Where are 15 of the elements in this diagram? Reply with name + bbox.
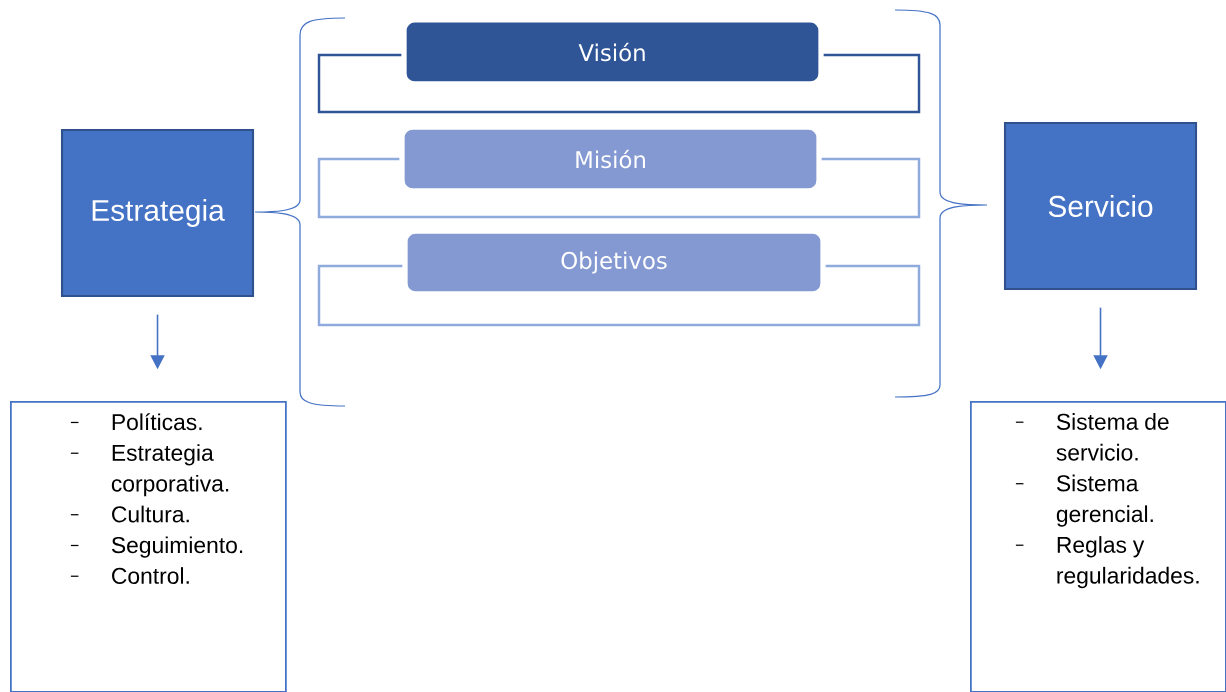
- list-item: Políticas.: [70, 413, 202, 431]
- rounded-box: Objetivos: [402, 228, 826, 297]
- rounded-box: Visión: [401, 17, 824, 87]
- process-box: Estrategia: [60, 128, 255, 298]
- list-box: [970, 401, 1226, 692]
- list-item: Cultura.: [70, 505, 189, 523]
- process-box: Servicio: [1003, 121, 1198, 291]
- list-item: Seguimiento.: [70, 536, 243, 558]
- list-item: Control.: [70, 567, 189, 584]
- list-item: Sistema de servicio.: [1015, 413, 1169, 461]
- rounded-box: Misión: [399, 124, 822, 194]
- list-item: Reglas y regularidades.: [1015, 536, 1199, 589]
- list-box: [10, 401, 287, 692]
- list-item: Sistema gerencial.: [1015, 474, 1153, 527]
- list-item: Estrategia corporativa.: [70, 444, 229, 497]
